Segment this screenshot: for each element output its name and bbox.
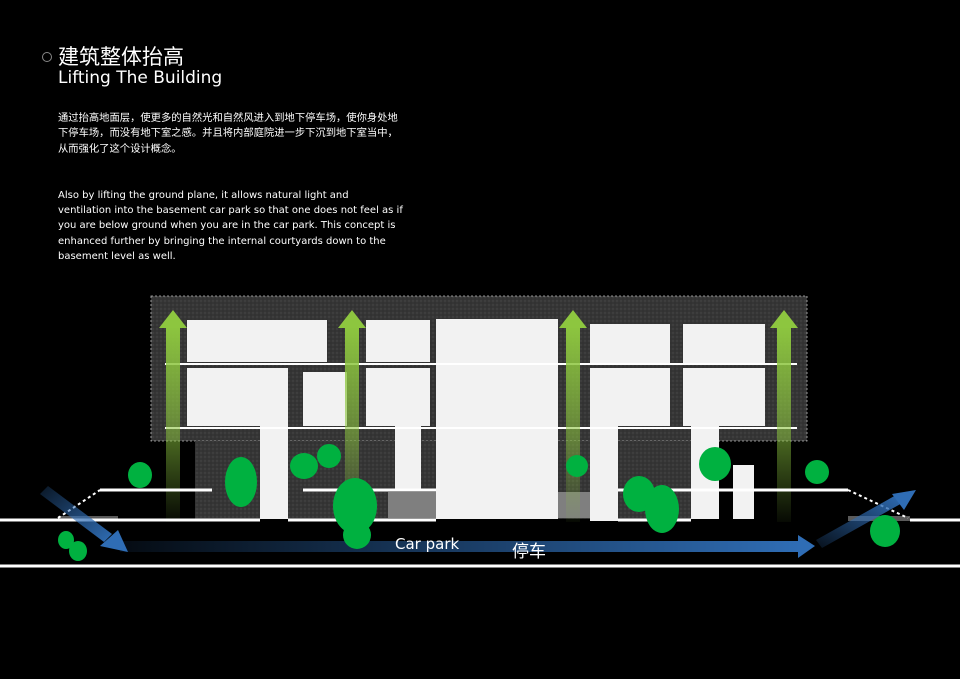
tree: [225, 457, 257, 507]
tree: [290, 453, 318, 479]
tree: [333, 478, 377, 534]
tree: [58, 531, 74, 549]
description-english: Also by lifting the ground plane, it all…: [58, 190, 403, 262]
tree: [128, 462, 152, 488]
airflow-arrows: [40, 486, 916, 558]
light-arrow-4: [770, 310, 798, 522]
light-arrows: [159, 310, 798, 522]
tree: [805, 460, 829, 484]
tree: [566, 455, 588, 477]
light-arrow-1: [159, 310, 187, 522]
ramp-dashed: [57, 489, 909, 519]
tree: [645, 485, 679, 533]
building-blocks: [187, 319, 765, 521]
tree: [343, 521, 371, 549]
car-park-label-en: Car park: [395, 535, 460, 553]
tree: [69, 541, 87, 561]
car-park-label-cn: 停车: [512, 542, 546, 562]
description-chinese: 通过抬高地面层，使更多的自然光和自然风进入到地下停车场，使你身处地下停车场，而没…: [58, 112, 398, 155]
tree: [870, 515, 900, 547]
airflow-arrow-main: [120, 535, 815, 558]
airflow-arrow-right: [816, 490, 916, 548]
tree: [699, 447, 731, 481]
light-arrow-2: [338, 310, 366, 522]
title-english: Lifting The Building: [58, 68, 223, 88]
title-bullet-icon: [42, 52, 52, 62]
title-chinese: 建筑整体抬高: [58, 45, 184, 69]
tree: [317, 444, 341, 468]
trees: [58, 444, 900, 561]
floor-slabs: [165, 363, 797, 429]
